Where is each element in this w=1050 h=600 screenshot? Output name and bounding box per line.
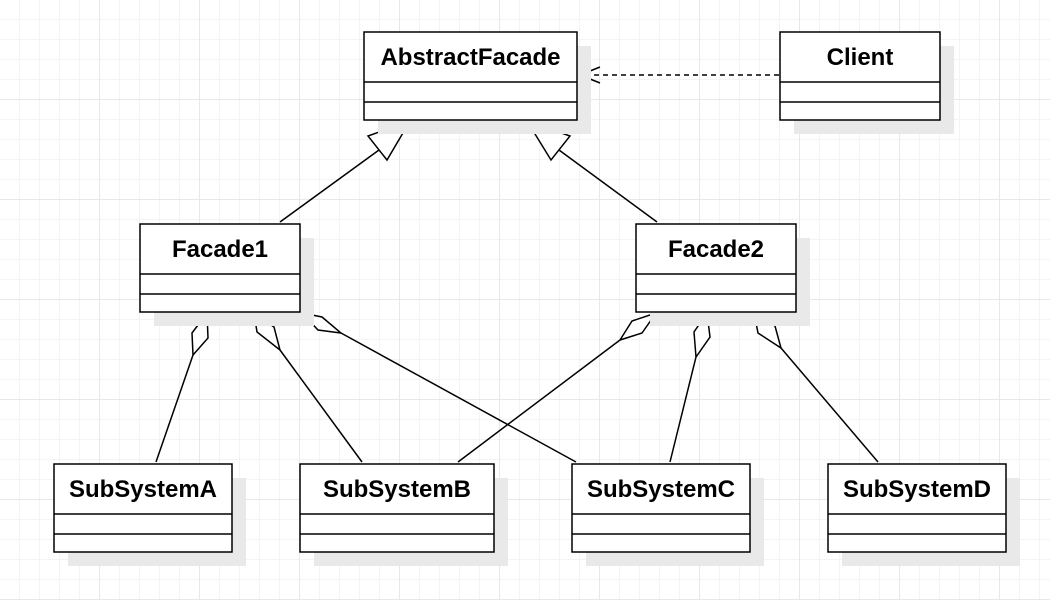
aggregation-facade1-subsystemc[interactable]: [299, 311, 577, 463]
class-facade1[interactable]: Facade1: [139, 223, 314, 326]
class-name: Client: [827, 44, 894, 71]
dependency-client-to-abstractfacade[interactable]: [577, 66, 779, 84]
class-facade2[interactable]: Facade2: [635, 223, 810, 326]
class-name: Facade1: [172, 236, 268, 263]
class-subsystema[interactable]: SubSystemA: [53, 463, 246, 566]
class-name: SubSystemD: [843, 476, 991, 503]
class-subsystemc[interactable]: SubSystemC: [571, 463, 764, 566]
aggregation-facade2-subsystemb[interactable]: [457, 311, 658, 463]
generalization-facade2-to-abstractfacade[interactable]: [525, 119, 658, 223]
class-name: Facade2: [668, 236, 764, 263]
class-subsystemb[interactable]: SubSystemB: [299, 463, 508, 566]
generalization-facade1-to-abstractfacade[interactable]: [279, 119, 412, 223]
class-subsystemd[interactable]: SubSystemD: [827, 463, 1020, 566]
class-name: AbstractFacade: [380, 44, 560, 71]
class-name: SubSystemA: [69, 476, 217, 503]
aggregation-facade2-subsystemc[interactable]: [669, 310, 711, 463]
class-name: SubSystemB: [323, 476, 471, 503]
class-client[interactable]: Client: [779, 31, 954, 134]
class-name: SubSystemC: [587, 476, 735, 503]
aggregation-facade1-subsystema[interactable]: [155, 310, 209, 463]
aggregation-facade2-subsystemd[interactable]: [752, 311, 879, 463]
class-abstractfacade[interactable]: AbstractFacade: [363, 31, 591, 134]
